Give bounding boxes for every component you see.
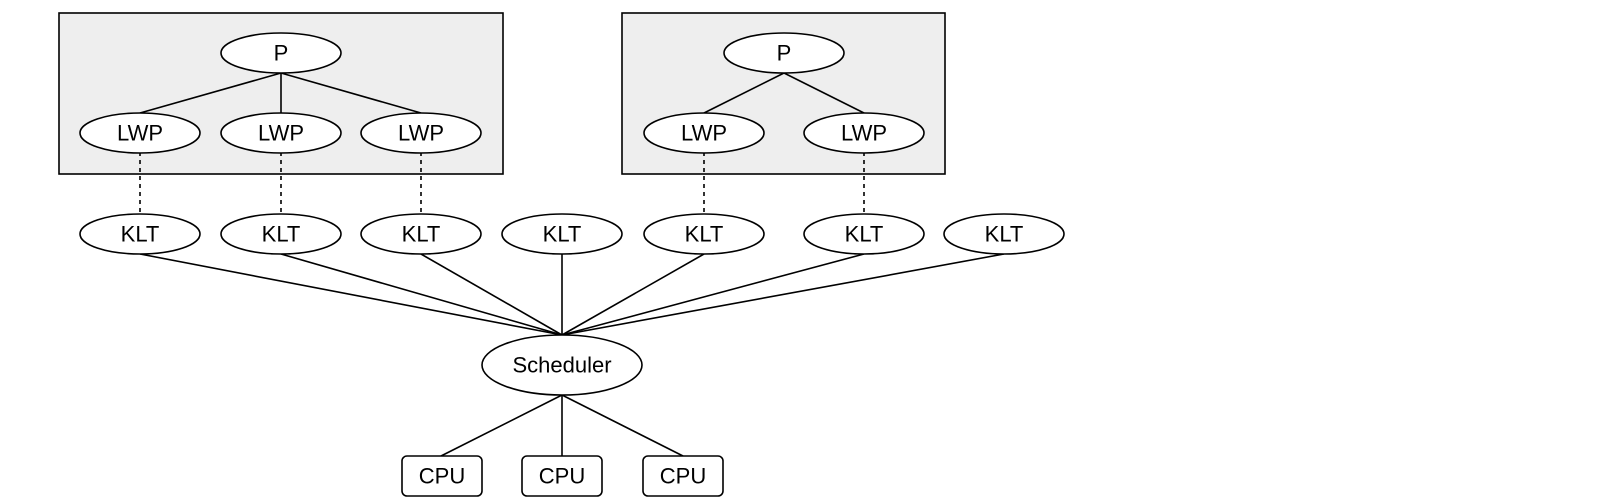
lwp-node-label: LWP	[841, 121, 887, 146]
lwp-node: LWP	[643, 112, 765, 154]
klt-node: KLT	[501, 213, 623, 255]
edge-scheduler-cpu1	[440, 394, 563, 457]
edge-klt5-scheduler	[561, 253, 705, 336]
scheduler-label: Scheduler	[512, 353, 611, 378]
edge-klt3-scheduler	[420, 253, 563, 336]
edge-klt7-scheduler	[561, 253, 1005, 336]
process-node-1-label: P	[274, 41, 289, 66]
klt-node: KLT	[643, 213, 765, 255]
klt-node-label: KLT	[121, 222, 160, 247]
scheduler-node: Scheduler	[481, 334, 643, 396]
lwp-node-label: LWP	[681, 121, 727, 146]
klt-node-label: KLT	[985, 222, 1024, 247]
process-node-2-label: P	[777, 41, 792, 66]
klt-node-label: KLT	[402, 222, 441, 247]
klt-node-label: KLT	[685, 222, 724, 247]
edge-p1-lwp3	[280, 72, 422, 114]
klt-node: KLT	[79, 213, 201, 255]
lwp-node: LWP	[79, 112, 201, 154]
klt-node-label: KLT	[845, 222, 884, 247]
klt-node-label: KLT	[262, 222, 301, 247]
klt-node-label: KLT	[543, 222, 582, 247]
klt-node: KLT	[803, 213, 925, 255]
edge-klt6-scheduler	[561, 253, 865, 336]
edge-scheduler-cpu3	[561, 394, 684, 457]
edge-klt2-scheduler	[280, 253, 563, 336]
process-node-2: P	[723, 32, 845, 74]
klt-node: KLT	[360, 213, 482, 255]
lwp-node-label: LWP	[398, 121, 444, 146]
cpu-node: CPU	[521, 455, 603, 497]
lwp-node: LWP	[360, 112, 482, 154]
cpu-node-label: CPU	[539, 464, 585, 489]
lwp-node-label: LWP	[258, 121, 304, 146]
lwp-node: LWP	[220, 112, 342, 154]
edge-p1-lwp1	[139, 72, 282, 114]
edge-p2-lwp2	[783, 72, 865, 114]
klt-node: KLT	[220, 213, 342, 255]
cpu-node: CPU	[642, 455, 724, 497]
lwp-node: LWP	[803, 112, 925, 154]
cpu-node: CPU	[401, 455, 483, 497]
cpu-node-label: CPU	[419, 464, 465, 489]
klt-node: KLT	[943, 213, 1065, 255]
process-node-1: P	[220, 32, 342, 74]
lwp-node-label: LWP	[117, 121, 163, 146]
edge-p2-lwp1	[703, 72, 785, 114]
cpu-node-label: CPU	[660, 464, 706, 489]
edge-klt1-scheduler	[139, 253, 563, 336]
